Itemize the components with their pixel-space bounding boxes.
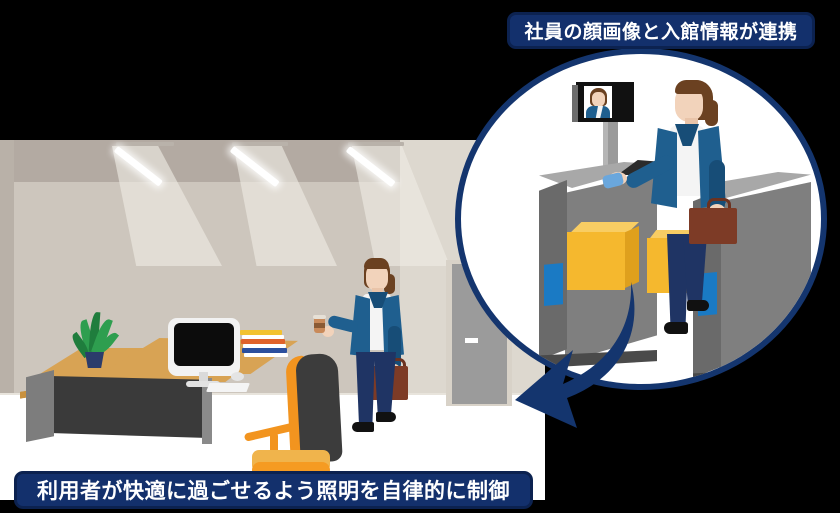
plant-pot [85, 352, 104, 368]
gate-flap-left-side [625, 226, 639, 288]
mouse [231, 372, 244, 381]
book-2 [242, 335, 284, 339]
chair-armrest-post [270, 432, 278, 466]
coffee-cup-lid [313, 315, 326, 319]
office-left-wall [0, 140, 14, 402]
top-banner: 社員の顔画像と入館情報が連携 [507, 12, 815, 49]
circle-inset-face-recognition-gate [455, 48, 827, 390]
gate-person-leg-left [667, 234, 689, 328]
book-5 [242, 348, 287, 353]
desktop-monitor-screen [174, 323, 234, 366]
coffee-cup-sleeve [314, 323, 325, 328]
person-jacket-left [350, 295, 370, 357]
gate-monitor-frame-side [572, 85, 578, 122]
person-shoe-right [376, 412, 396, 422]
person-ponytail [384, 274, 395, 294]
monitor-neck [199, 372, 208, 384]
photo-face [592, 92, 605, 107]
book-1 [240, 330, 282, 335]
desk-front-panel [50, 376, 208, 438]
person-fringe [364, 258, 389, 269]
photo-collar [595, 106, 603, 118]
person-face [366, 264, 388, 291]
desk-leg-right [202, 378, 212, 444]
gate-flap-left [567, 232, 625, 290]
gate-person-jacket-collar [675, 124, 699, 146]
person-shoe-left [352, 422, 374, 432]
book-3 [241, 339, 285, 344]
book-4 [243, 344, 286, 348]
person-leg-left [356, 352, 375, 426]
ceiling-light-cap-1 [116, 142, 174, 146]
desk-side-panel [26, 370, 54, 442]
chair-backrest [295, 352, 343, 464]
gate-person-ponytail [705, 100, 718, 126]
ceiling-light-cap-2 [232, 142, 288, 146]
gate-person-shoe-right [687, 300, 709, 311]
door-handle [465, 338, 478, 343]
gate-person-shoe-left [664, 322, 688, 334]
ceiling-light-cap-3 [348, 142, 404, 146]
gate-briefcase [689, 208, 737, 244]
person-leg-right [374, 352, 396, 418]
keyboard [206, 383, 250, 392]
book-6 [244, 353, 288, 357]
bottom-banner: 利用者が快適に過ごせるよう照明を自律的に制御 [14, 471, 533, 509]
floor-edge-line [0, 393, 545, 396]
person-jacket-collar [368, 292, 388, 308]
monitor-base [186, 381, 220, 387]
gate-left-indicator [544, 263, 563, 306]
person-hand-left [322, 326, 334, 337]
gate-briefcase-handle [707, 198, 731, 212]
gate-person-fringe [675, 80, 708, 94]
curved-arrow [515, 282, 635, 428]
